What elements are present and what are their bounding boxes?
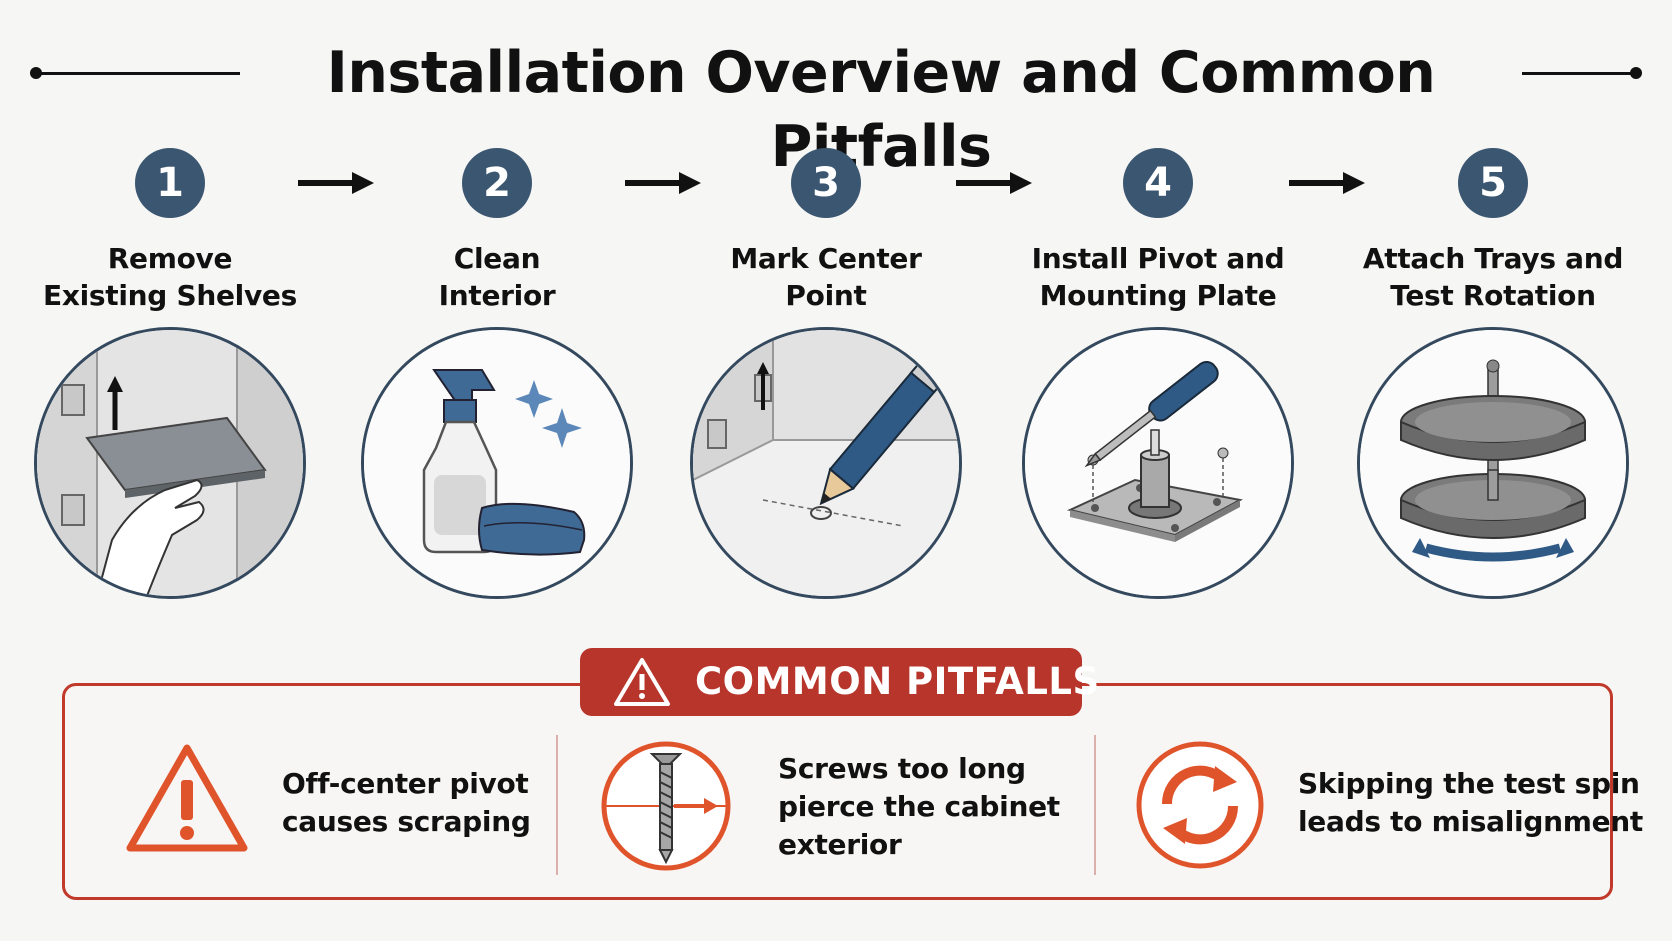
step-number-badge: 4 [1123, 148, 1193, 218]
step-number-badge: 3 [791, 148, 861, 218]
step-label: Attach Trays and Test Rotation [1343, 240, 1643, 314]
step-2: 2 Clean Interior [347, 148, 647, 599]
step-3: 3 Mark Center Point [676, 148, 976, 599]
title-row: Installation Overview and Common Pitfall… [0, 28, 1672, 180]
step-number-badge: 2 [462, 148, 532, 218]
pitfall-line-2: pierce the cabinet [778, 790, 1060, 823]
step-label: Mark Center Point [676, 240, 976, 314]
arrow-right-icon [298, 170, 374, 200]
title-rule-right [1522, 72, 1635, 75]
step-label-line-1: Attach Trays and [1362, 242, 1624, 275]
step-label-line-2: Mounting Plate [1039, 279, 1277, 312]
pitfall-line-1: Skipping the test spin [1298, 767, 1640, 800]
pitfalls-header: COMMON PITFALLS [695, 660, 1100, 703]
arrow-right-icon [625, 170, 701, 200]
pencil-mark-icon [693, 330, 959, 596]
step-label-line-2: Test Rotation [1390, 279, 1596, 312]
pitfalls-banner: COMMON PITFALLS [580, 648, 1099, 716]
screw-icon [600, 740, 732, 876]
warning-triangle-icon [614, 658, 670, 706]
pitfall-line-3: exterior [778, 828, 902, 861]
rotate-arrows-icon [1135, 740, 1265, 874]
step-label-line-1: Install Pivot and [1031, 242, 1285, 275]
pitfalls-panel [62, 683, 1613, 900]
arrow-right-icon [1289, 170, 1365, 200]
step-illustration [690, 327, 962, 599]
pitfall-text: Off-center pivot causes scraping [282, 765, 531, 841]
step-illustration [34, 327, 306, 599]
step-label-line-2: Existing Shelves [43, 279, 297, 312]
pitfall-divider [1094, 735, 1096, 875]
step-5: 5 Attach Trays and Test Rotation [1343, 148, 1643, 599]
step-1: 1 Remove Existing Shelves [20, 148, 320, 599]
pitfall-line-2: leads to misalignment [1298, 805, 1643, 838]
pivot-plate-icon [1025, 330, 1291, 596]
step-number-badge: 1 [135, 148, 205, 218]
step-label-line-2: Interior [438, 279, 556, 312]
step-label: Remove Existing Shelves [20, 240, 320, 314]
step-illustration [361, 327, 633, 599]
step-label-line-1: Clean [453, 242, 541, 275]
pitfall-line-1: Screws too long [778, 752, 1026, 785]
pitfall-line-2: causes scraping [282, 805, 531, 838]
title-rule-left [35, 72, 240, 75]
step-label-line-1: Remove [107, 242, 233, 275]
pitfall-divider [556, 735, 558, 875]
arrow-right-icon [956, 170, 1032, 200]
step-label: Install Pivot and Mounting Plate [1008, 240, 1308, 314]
warning-triangle-icon [122, 740, 252, 862]
step-label: Clean Interior [347, 240, 647, 314]
step-number-badge: 5 [1458, 148, 1528, 218]
step-label-line-1: Mark Center [730, 242, 922, 275]
pitfall-text: Skipping the test spin leads to misalign… [1298, 765, 1643, 841]
title-dot-right [1630, 67, 1642, 79]
step-illustration [1357, 327, 1629, 599]
shelf-removal-icon [37, 330, 303, 596]
step-4: 4 Install Pivot and Mounting Plate [1008, 148, 1308, 599]
spray-bottle-icon [364, 330, 630, 596]
step-label-line-2: Point [785, 279, 867, 312]
step-illustration [1022, 327, 1294, 599]
pitfall-text: Screws too long pierce the cabinet exter… [778, 750, 1060, 864]
lazy-susan-icon [1360, 330, 1626, 596]
pitfall-line-1: Off-center pivot [282, 767, 529, 800]
